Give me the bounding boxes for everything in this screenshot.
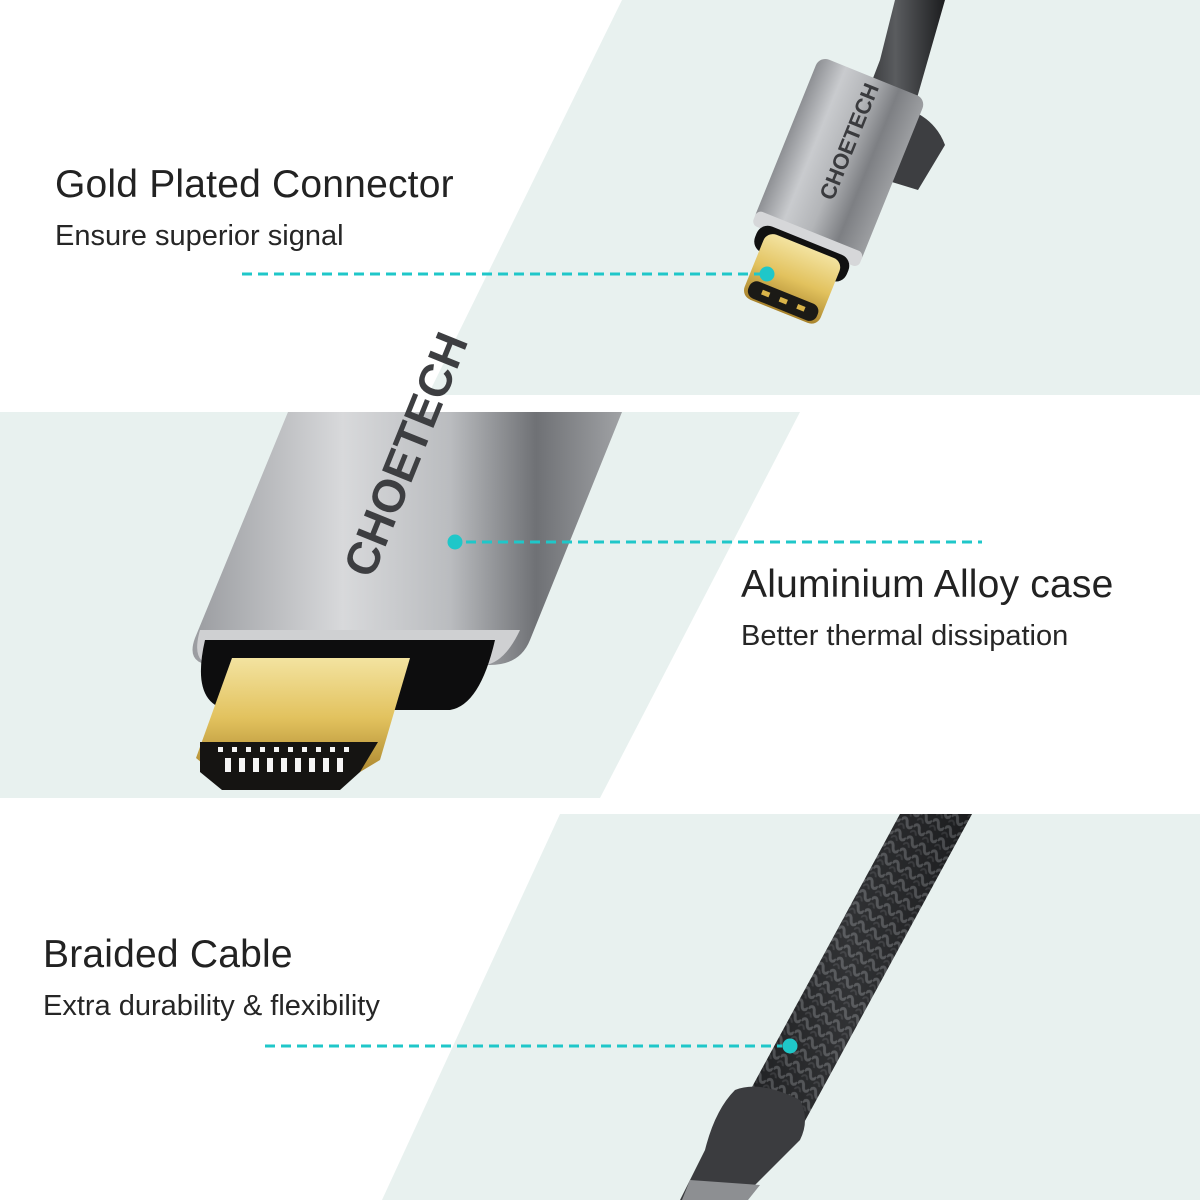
panel-bottom — [382, 814, 1200, 1200]
callout-dot-icon — [759, 266, 775, 282]
feature-subtitle: Better thermal dissipation — [741, 620, 1069, 652]
feature-title: Braided Cable — [43, 933, 293, 976]
braided-cable-icon — [680, 814, 972, 1200]
feature-subtitle: Ensure superior signal — [55, 220, 344, 252]
hdmi-connector-icon: CHOETECH — [192, 325, 622, 790]
feature-braided-cable: Braided Cable Extra durability & flexibi… — [43, 932, 380, 1024]
feature-aluminium-case: Aluminium Alloy case Better thermal diss… — [741, 562, 1113, 654]
feature-title: Aluminium Alloy case — [741, 563, 1114, 606]
callout-dot-icon — [447, 534, 463, 550]
callout-aluminium — [447, 534, 982, 550]
feature-subtitle: Extra durability & flexibility — [43, 990, 380, 1022]
callout-dot-icon — [782, 1038, 798, 1054]
usb-c-connector-icon: CHOETECH — [743, 0, 945, 324]
feature-gold-plated: Gold Plated Connector Ensure superior si… — [55, 162, 454, 254]
feature-title: Gold Plated Connector — [55, 163, 454, 206]
callout-braided — [265, 1038, 798, 1054]
callout-usb-c — [242, 266, 775, 282]
